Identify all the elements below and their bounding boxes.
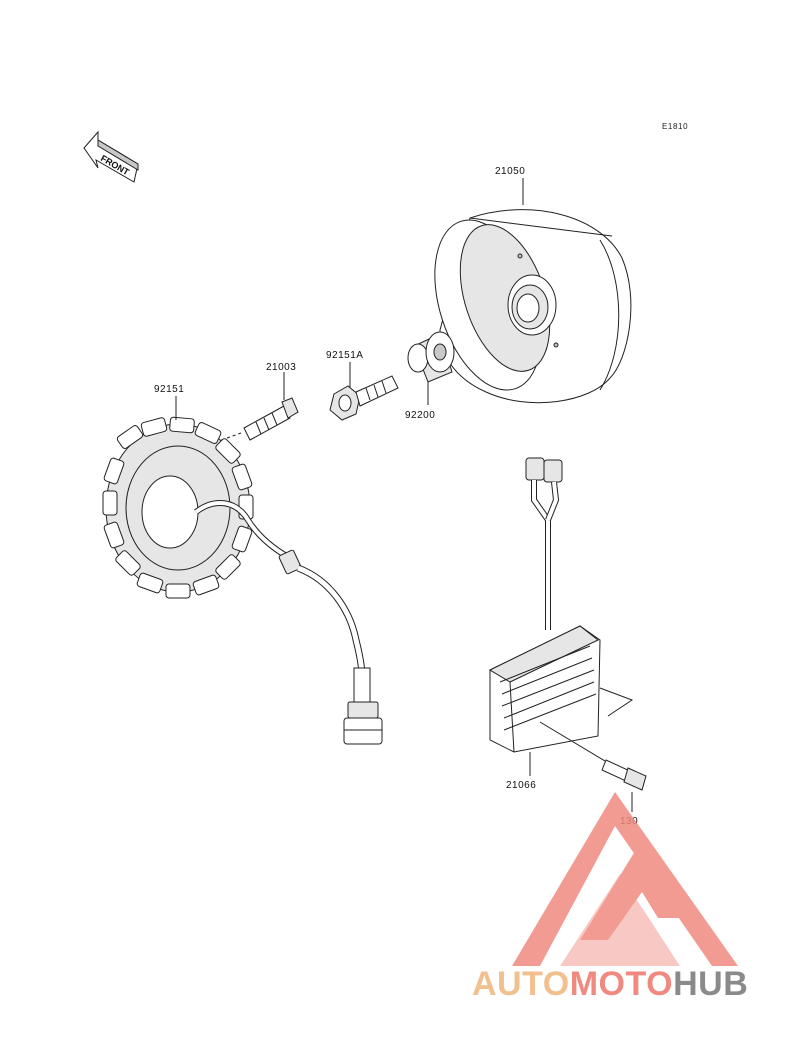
part-number-92151a: 92151A [326,350,363,361]
watermark-auto: AUTO [472,965,570,1003]
part-number-92151: 21003 [266,362,296,373]
front-arrow-icon: FRONT [83,130,139,183]
part-number-92200: 92200 [405,410,435,421]
automotohub-logo-icon [512,792,738,966]
watermark-hub: HUB [673,965,748,1003]
watermark-moto: MOTO [570,965,673,1003]
spacer-drawing [407,331,455,383]
stator-drawing [102,416,292,599]
watermark-text: AUTOMOTOHUB [472,965,748,1003]
regulator-drawing [488,457,634,753]
stud-drawing [329,375,399,421]
part-number-21003: 92151 [154,384,184,395]
regulator-bolt-drawing [539,721,647,791]
part-number-21050: 21050 [495,166,525,177]
stator-wire-harness [278,549,383,745]
part-number-21066: 21066 [506,780,536,791]
reference-code: E1810 [662,122,688,131]
flywheel-drawing [434,209,632,404]
bolt-drawing [243,397,299,441]
